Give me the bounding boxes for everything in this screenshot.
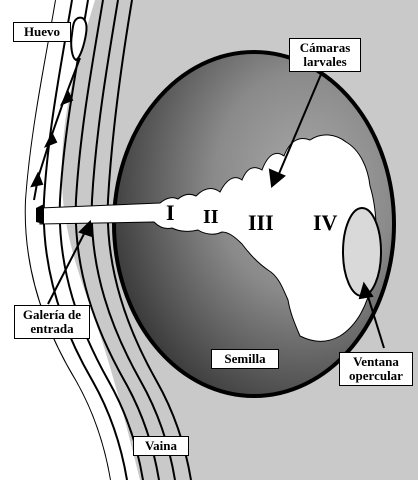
stage-i-label: I [166, 200, 175, 226]
opercular-window [343, 208, 381, 296]
entry-gallery-label: Galería de entrada [14, 305, 90, 339]
larval-chambers-label: Cámaras larvales [289, 38, 361, 72]
opercular-window-label: Ventana opercular [339, 352, 413, 386]
stage-iv-label: IV [313, 210, 337, 236]
seed-label: Semilla [211, 349, 279, 369]
stage-iii-label: III [248, 210, 274, 236]
pod-label: Vaina [133, 436, 189, 456]
stage-ii-label: II [203, 206, 219, 229]
egg-label: Huevo [13, 22, 71, 42]
